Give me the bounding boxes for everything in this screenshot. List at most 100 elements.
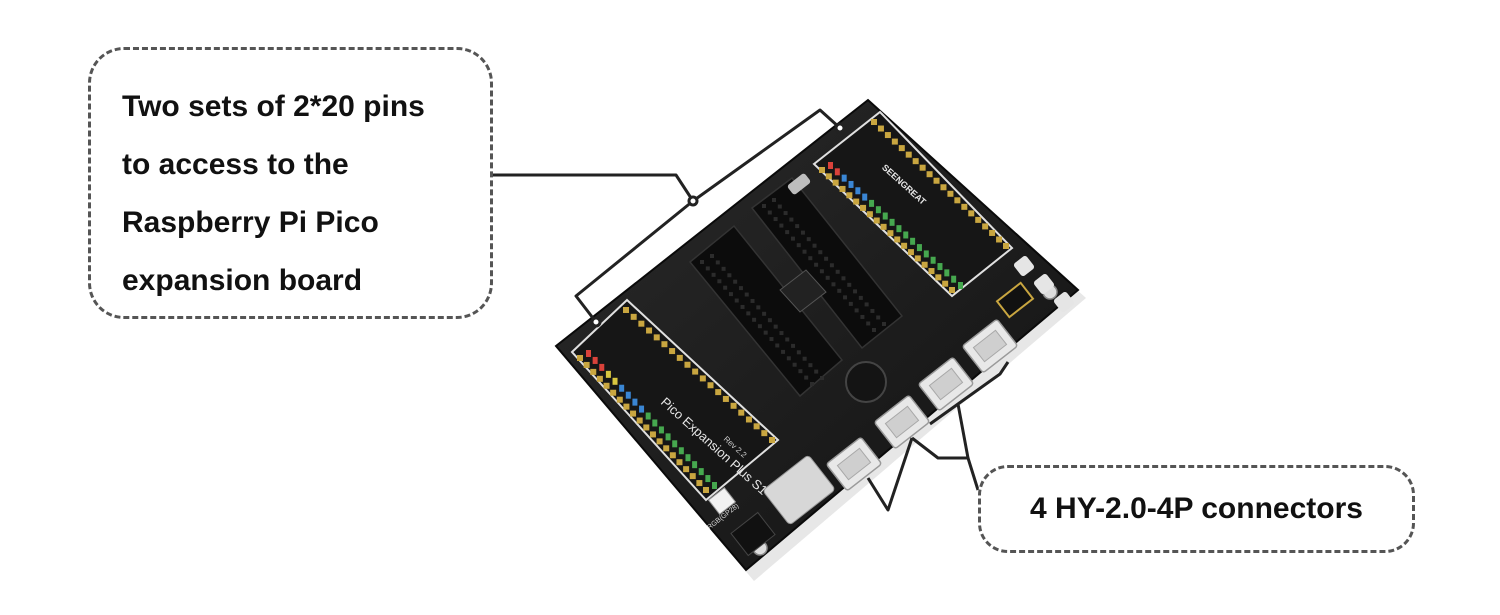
pin-led (923, 250, 929, 258)
socket-hole (786, 356, 791, 361)
pin-led (698, 468, 704, 476)
header-pin (753, 423, 760, 430)
push-button (1033, 273, 1055, 295)
pin-led (944, 269, 950, 277)
pin-led (645, 412, 651, 420)
pin-led (828, 162, 833, 169)
header-pin (919, 164, 926, 171)
socket-hole (829, 263, 834, 268)
push-button (1013, 255, 1035, 277)
pin-led (685, 454, 691, 462)
pin-led (958, 282, 963, 289)
header-pin (921, 261, 928, 268)
header-pin (940, 184, 947, 191)
socket-hole (705, 266, 710, 271)
header-pin (669, 452, 676, 459)
socket-hole (762, 204, 766, 208)
header-pin (884, 132, 891, 139)
header-pin (887, 230, 894, 237)
header-pin (707, 382, 714, 389)
socket-hole (727, 273, 732, 278)
pin-led (896, 225, 902, 233)
socket-hole (795, 224, 800, 229)
hy-connector (918, 357, 974, 411)
pin-led (605, 370, 611, 378)
header-pin (905, 151, 912, 158)
socket-hole (738, 286, 743, 291)
socket-hole (818, 250, 823, 255)
socket-hole (777, 204, 782, 209)
socket-hole (806, 237, 811, 242)
header-pin (769, 437, 775, 443)
pin-led (665, 433, 671, 441)
socket-hole (757, 324, 762, 329)
pins-leader-lines (493, 108, 846, 328)
pin-led (619, 384, 625, 392)
socket-hole (744, 292, 749, 297)
right-pin-header-module: SEENGREAT (812, 110, 1014, 298)
header-pin (891, 138, 898, 145)
socket-hole (789, 217, 794, 222)
header-pin (975, 216, 982, 223)
header-pin (653, 334, 660, 341)
header-pin (947, 190, 954, 197)
socket-hole (798, 369, 803, 374)
header-pin (669, 348, 676, 355)
pin-led (951, 275, 957, 283)
socket-hole (882, 322, 886, 326)
socket-hole (756, 305, 761, 310)
socket-hole (734, 298, 739, 303)
pin-led (848, 180, 854, 188)
pin-led (658, 426, 664, 434)
socket-hole (854, 308, 859, 313)
socket-hole (740, 304, 745, 309)
socket-hole (814, 369, 819, 374)
socket-hole (796, 350, 801, 355)
header-pin (689, 473, 696, 480)
hy-connector-opening (884, 405, 920, 439)
socket-hole (820, 376, 824, 380)
socket-hole (723, 285, 728, 290)
socket-hole (860, 314, 865, 319)
pin-led (652, 419, 658, 427)
socket-hole (810, 382, 814, 386)
header-pin (961, 203, 968, 210)
socket-hole (814, 262, 819, 267)
socket-hole (728, 292, 733, 297)
connectors-callout: 4 HY-2.0-4P connectors (978, 465, 1415, 553)
socket-hole (796, 243, 801, 248)
header-pin (933, 177, 940, 184)
socket-hole (773, 217, 778, 222)
socket-hole (700, 260, 704, 264)
header-pin (873, 217, 880, 224)
header-pin (928, 268, 935, 275)
pin-led (937, 263, 943, 271)
socket-hole (763, 330, 768, 335)
header-pin (692, 368, 699, 375)
audio-jack (995, 281, 1035, 319)
socket-hole (843, 295, 848, 300)
socket-hole (769, 337, 774, 342)
socket-hole (835, 269, 840, 274)
socket-hole (779, 223, 784, 228)
header-pin (623, 307, 629, 313)
pins-callout-line: to access to the (122, 148, 349, 181)
socket-hole (721, 266, 726, 271)
push-button (1053, 291, 1075, 313)
socket-hole (783, 211, 788, 216)
pin-led (612, 377, 618, 385)
header-pin (656, 438, 663, 445)
buzzer (845, 361, 887, 403)
socket-hole (733, 279, 738, 284)
hy-connector (874, 395, 930, 449)
left-module-outline (570, 298, 780, 502)
hy-connector (962, 319, 1018, 373)
header-pin (832, 179, 839, 186)
pin-led (889, 218, 895, 226)
header-pin (912, 158, 919, 165)
socket-hole (837, 288, 842, 293)
socket-hole (819, 269, 824, 274)
header-pin (907, 249, 914, 256)
socket-hole (866, 321, 871, 326)
